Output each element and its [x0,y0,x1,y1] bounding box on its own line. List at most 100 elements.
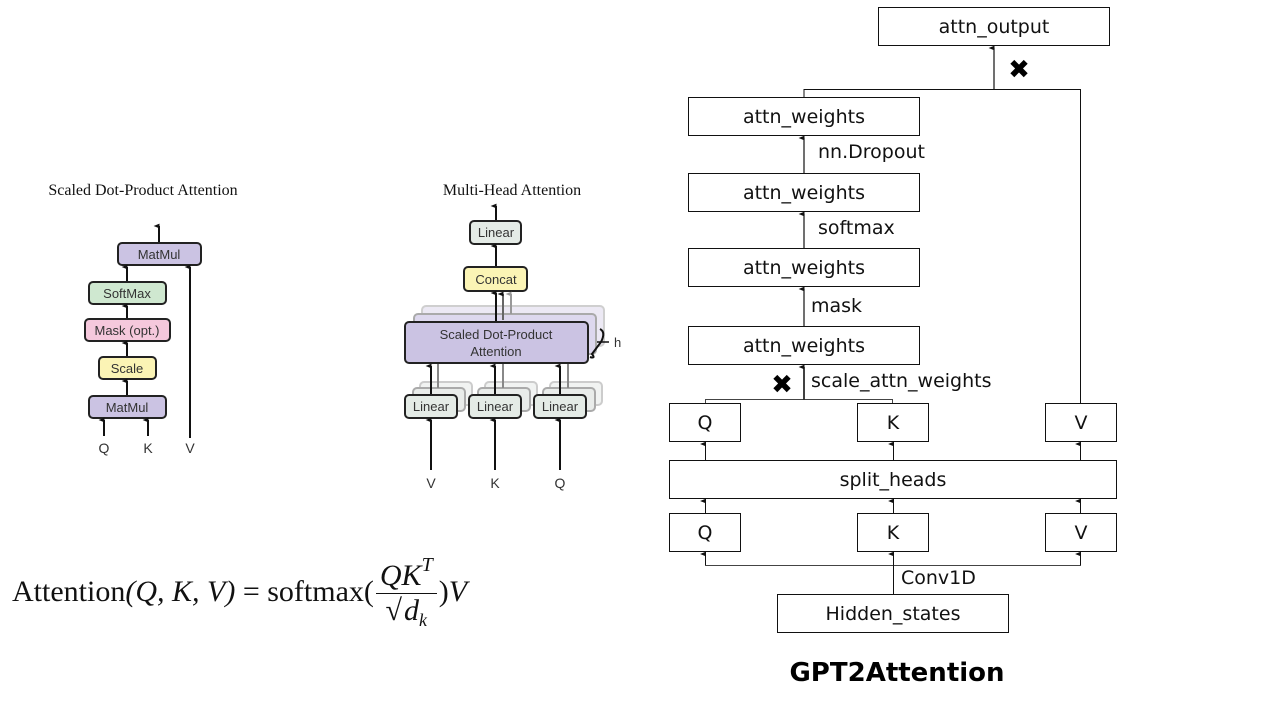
mha-sdpa-label-line2: Attention [470,344,521,359]
mha-linear-q-label: Linear [542,399,579,414]
mha-heads-brace [589,328,605,359]
formula-lhs-args: (Q, K, V) [125,575,236,608]
gpt2-scale-label: scale_attn_weights [811,370,992,392]
mha-input-q: Q [555,475,566,491]
gpt2-k-split-label: K [887,412,900,434]
gpt2-attn-weights-dropout-box [688,97,920,136]
formula-denominator-var: d [404,594,420,627]
gpt2-dropout-label: nn.Dropout [818,141,925,163]
gpt2-v-split-box [1045,403,1117,442]
mha-linear-k-label: Linear [477,399,514,414]
gpt2-conv-label: Conv1D [901,567,976,589]
sdpa-input-k: K [143,440,153,456]
gpt2-attn-weights-mask: attn_weights [688,248,920,287]
mha-linear-v-label: Linear [413,399,450,414]
formula-sqrt-icon: √ [385,594,403,627]
mha-input-k: K [490,475,500,491]
mha-concat: Concat [463,266,528,292]
mha-heads-label: h [614,335,621,350]
mha-concat-label: Concat [475,272,517,287]
sdpa-scale-label: Scale [111,361,144,376]
gpt2-mask-label: mask [811,295,862,317]
gpt2-q-proj: Q [669,513,741,552]
gpt2-matmul-qk-icon: ✖ [771,370,793,400]
gpt2-matmul-output-icon: ✖ [1008,55,1030,85]
gpt2-q-split-box [669,403,741,442]
formula-lhs-name: Attention [12,575,126,608]
mha-sdpa-label-line1: Scaled Dot-Product [440,327,553,342]
gpt2-attn-weights-mask-label: attn_weights [743,257,865,279]
gpt2-q-split-label: Q [698,412,713,434]
gpt2-attn-weights-dropout: attn_weights [688,97,920,136]
gpt2-softmax-label: softmax [818,217,895,239]
sdpa-matmul-bottom-box [88,395,167,419]
mha-linear-top: Linear [469,220,522,245]
formula-close: ) [438,575,449,608]
sdpa-title: Scaled Dot-Product Attention [48,182,237,199]
formula-fraction: QKT √dk [375,554,437,630]
attention-formula: Attention(Q, K, V) = softmax( QKT √dk )V [12,552,467,632]
formula-softmax: softmax( [267,575,374,608]
mha-linear-v-stack: Linear [404,363,473,419]
gpt2-v-proj-box [1045,513,1117,552]
gpt2-v-split: V [1045,403,1117,442]
formula-numerator-sup: T [421,554,433,576]
gpt2-attn-weights-scale-label: attn_weights [743,335,865,357]
formula-tail: V [448,575,468,608]
sdpa-matmul-top-label: MatMul [138,247,181,262]
gpt2-attn-weights-scale: attn_weights [688,326,920,365]
gpt2-q-split: Q [669,403,741,442]
gpt2-k-proj-box [857,513,929,552]
gpt2-qk-connector [705,399,893,404]
gpt2-attn-weights-scale-box [688,326,920,365]
mha-linear-top-label: Linear [478,225,515,240]
formula-denominator-sub: k [419,610,428,630]
gpt2-attn-weights-mask-box [688,248,920,287]
sdpa-mask: Mask (opt.) [84,318,171,342]
gpt2-attn-output-label: attn_output [939,16,1050,38]
gpt2-attn-weights-softmax: attn_weights [688,173,920,212]
gpt2-hidden-states: Hidden_states [777,594,1009,633]
gpt2-k-proj: K [857,513,929,552]
gpt2-attn-weights-softmax-label: attn_weights [743,182,865,204]
sdpa-softmax-label: SoftMax [103,286,151,301]
gpt2-k-split-box [857,403,929,442]
formula-numerator-base: QK [379,559,422,592]
formula-dk: dk [402,593,428,630]
mha-input-v: V [426,475,436,491]
multi-head-diagram: Multi-Head Attention Linear Concat Scale… [404,182,621,491]
gpt2-v-proj-label: V [1075,522,1088,544]
sdpa-matmul-bottom-label: MatMul [106,400,149,415]
gpt2-split-heads-box [669,460,1117,499]
sdpa-input-q: Q [99,440,110,456]
mha-sdpa-box [404,321,589,364]
gpt2-k-proj-label: K [887,522,900,544]
sdpa-mask-label: Mask (opt.) [94,323,159,338]
mha-title: Multi-Head Attention [443,182,581,199]
gpt2-q-proj-label: Q [698,522,713,544]
mha-linear-k-stack: Linear [468,363,538,419]
sdpa-scale: Scale [98,356,157,380]
gpt2-k-split: K [857,403,929,442]
formula-numerator: QKT [375,554,437,594]
gpt2-attention-diagram: attn_output ✖ attn_weights nn.Dropout at… [669,7,1117,688]
mha-sdpa: Scaled Dot-Product Attention [404,321,589,364]
gpt2-attn-weights-softmax-box [688,173,920,212]
gpt2-attn-output-box [878,7,1110,46]
sdpa-matmul-bottom: MatMul [88,395,167,419]
gpt2-attn-weights-dropout-label: attn_weights [743,106,865,128]
sdpa-input-v: V [185,440,195,456]
sdpa-softmax: SoftMax [88,281,167,305]
gpt2-q-proj-box [669,513,741,552]
gpt2-split-heads-label: split_heads [840,469,947,491]
formula-equals: = [242,575,260,608]
gpt2-split-heads: split_heads [669,460,1117,499]
formula-denominator: √dk [385,593,428,630]
gpt2-value-connector [803,89,1081,404]
gpt2-v-split-label: V [1075,412,1088,434]
gpt2-attn-output: attn_output [878,7,1110,46]
gpt2-hidden-states-box [777,594,1009,633]
sdpa-matmul-top-box [117,242,202,266]
scaled-dot-product-diagram: Scaled Dot-Product Attention MatMul Soft… [48,182,237,456]
